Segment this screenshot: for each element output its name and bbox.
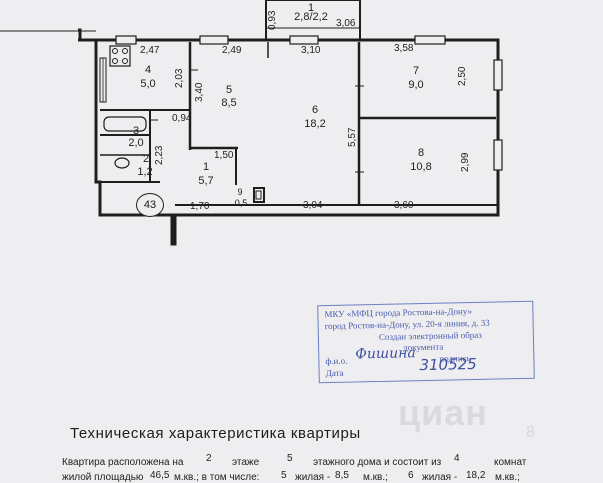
floor-value: 2 [206, 453, 212, 464]
window [289, 35, 319, 45]
outer-wall [78, 28, 500, 246]
stove [109, 45, 131, 67]
dim-label: 2,50 [457, 66, 468, 86]
room-3-area: 2,0 [128, 137, 144, 149]
room-8-area: 10,8 [410, 161, 432, 173]
text: комнат [494, 457, 527, 468]
dim-label: 2,47 [140, 45, 160, 56]
room-1-hall-area: 5,7 [198, 175, 214, 187]
dim-label: 3,60 [394, 200, 414, 211]
dim-label: 3,06 [336, 18, 356, 29]
dim-label: 2,03 [174, 68, 185, 88]
room-9-number: 9 [237, 187, 243, 197]
room-9-area: 0,5 [234, 198, 248, 208]
window [414, 35, 446, 45]
room-1-balcony-number: 1 [307, 2, 315, 14]
text: м.кв.; [495, 472, 520, 483]
room-2-number: 2 [142, 153, 150, 165]
stamp-code: 310525 [419, 354, 477, 375]
dim-label: 2,99 [460, 152, 471, 172]
room-8-number: 8 [417, 147, 425, 159]
room-4-number: 4 [144, 64, 152, 76]
window [199, 35, 229, 45]
text: м.кв.; [363, 472, 388, 483]
stamp-signature: Фишина [355, 345, 416, 363]
room-6-number: 6 [311, 104, 319, 116]
rooms-value: 4 [454, 453, 460, 464]
living-area-value: 46,5 [150, 470, 170, 481]
vent [253, 187, 265, 203]
room-index: 6 [408, 470, 414, 481]
stamp-line: МКУ «МФЦ города Ростова-на-Дону» [324, 306, 473, 320]
window [493, 139, 503, 171]
stamp-line: город Ростов-на-Дону, ул. 20-я линия, д.… [324, 317, 490, 332]
watermark-number: 8 [526, 424, 535, 441]
dim-label: 1,70 [190, 201, 210, 212]
room-2-area: 1,2 [137, 166, 153, 178]
room-5-number: 5 [225, 84, 233, 96]
document-title: Техническая характеристика квартиры [70, 425, 361, 442]
watermark-logo: циан [398, 392, 489, 433]
dim-label: 3,04 [303, 200, 323, 211]
text: жилая - [422, 472, 458, 483]
stamp-date-label: Дата [325, 367, 344, 379]
dim-label: 3,10 [301, 45, 321, 56]
room-1-balcony-area: 2,8/2,2 [294, 11, 328, 23]
window [115, 35, 137, 45]
dim-label: 1,50 [214, 150, 234, 161]
room-area-value: 8,5 [335, 470, 349, 481]
text: жилой площадью [62, 472, 144, 483]
room-1-hall-number: 1 [202, 161, 210, 173]
text: жилая - [295, 472, 331, 483]
mfc-stamp: МКУ «МФЦ города Ростова-на-Дону» город Р… [317, 300, 535, 384]
text: этаже [232, 457, 260, 468]
room-4-area: 5,0 [140, 78, 156, 90]
dim-label: 2,23 [154, 145, 165, 165]
room-3-number: 3 [132, 125, 140, 137]
flat-number-badge: 43 [136, 193, 164, 217]
window [493, 59, 503, 91]
room-7-number: 7 [412, 65, 420, 77]
text: этажного дома и состоит из [313, 457, 442, 468]
dim-label: 0,93 [267, 10, 278, 30]
dim-label: 3,40 [194, 82, 205, 102]
dim-label: 5,57 [347, 127, 358, 147]
room-5-area: 8,5 [221, 97, 237, 109]
room-area-value: 18,2 [466, 470, 486, 481]
dim-label: 2,49 [222, 45, 242, 56]
floors-value: 5 [287, 453, 293, 464]
stamp-fio-label: ф.и.о. [325, 355, 348, 367]
room-index: 5 [281, 470, 287, 481]
dim-label: 0,94 [172, 113, 192, 124]
bathtub [103, 116, 147, 132]
room-6-area: 18,2 [304, 118, 326, 130]
dim-label: 3,58 [394, 43, 414, 54]
text: м.кв.; в том числе: [174, 472, 260, 483]
room-7-area: 9,0 [408, 79, 424, 91]
toilet [114, 157, 130, 169]
stamp-line: Создан электронный образ [378, 329, 482, 342]
text: Квартира расположена на [62, 457, 184, 468]
